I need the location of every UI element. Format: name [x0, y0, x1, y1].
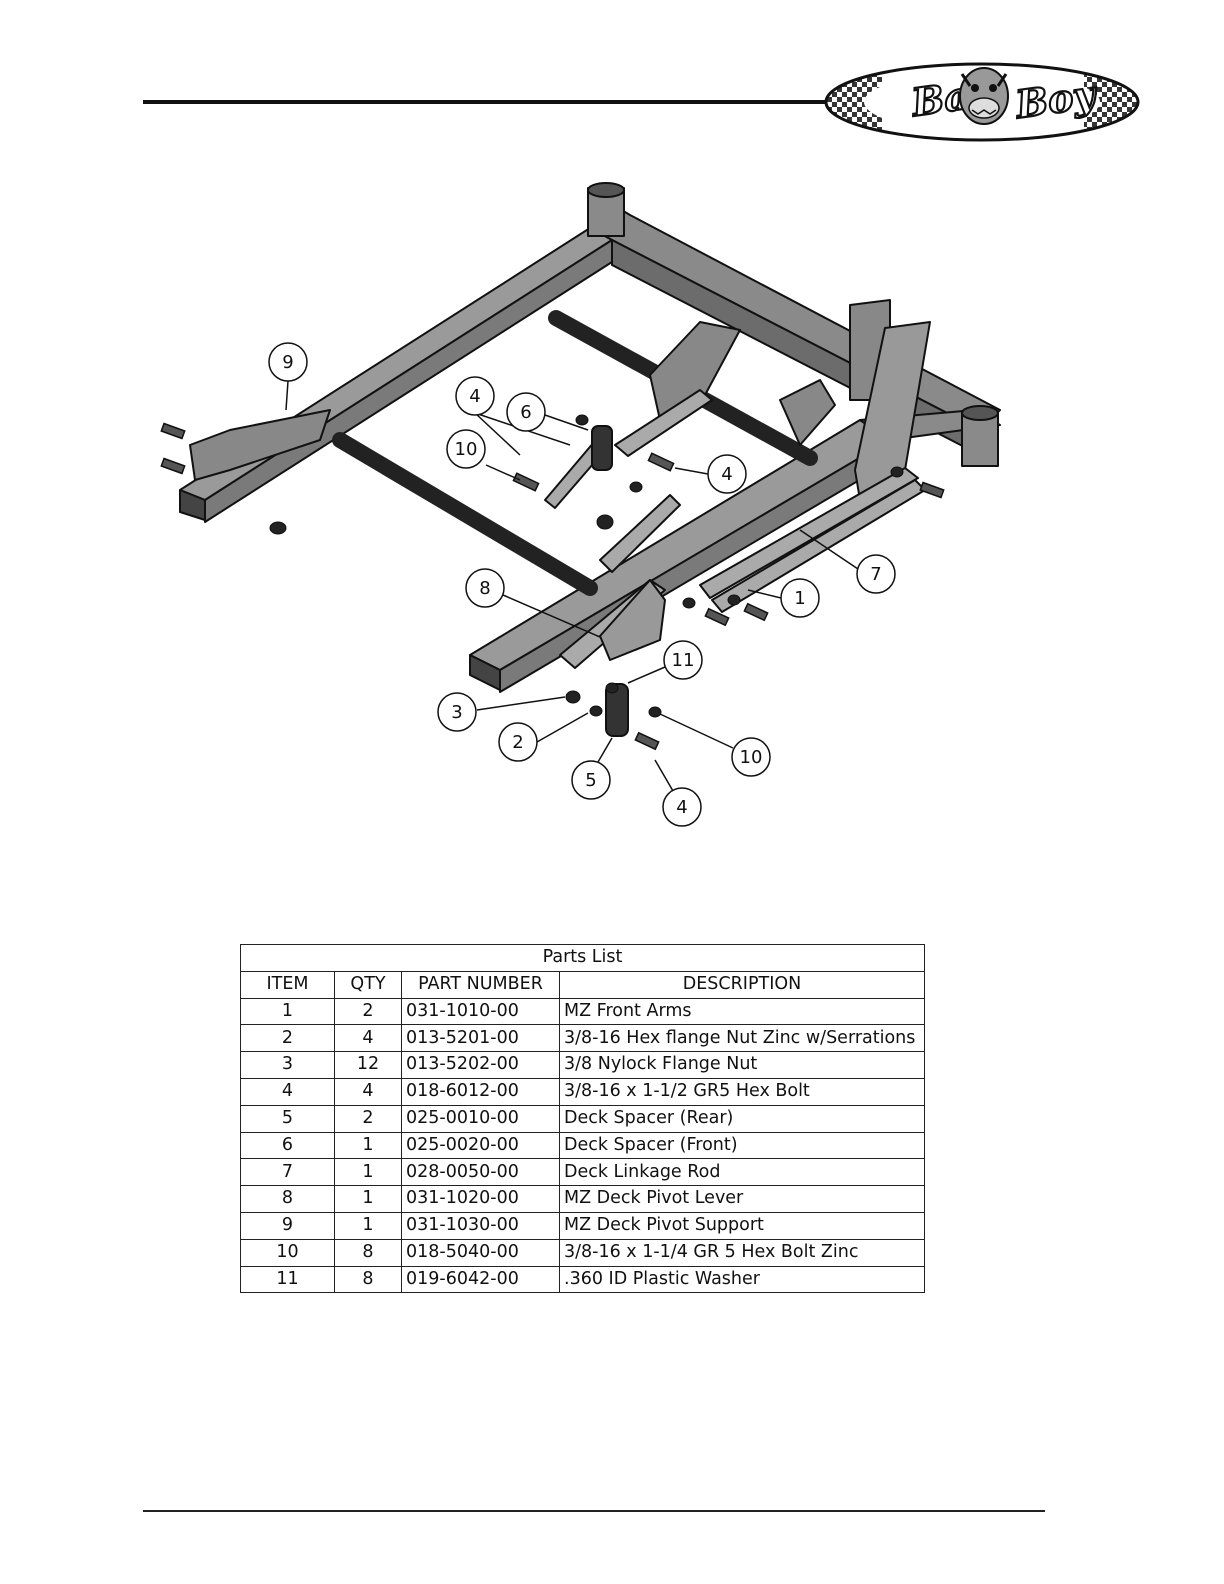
qty-cell: 1: [334, 1131, 402, 1160]
callout-9: 9: [282, 352, 293, 373]
parts-list-header-row: ITEM QTY PART NUMBER DESCRIPTION: [240, 970, 925, 999]
part-number-cell: 025-0020-00: [401, 1131, 560, 1160]
footer-rule: [143, 1510, 1045, 1512]
part-number-cell: 013-5201-00: [401, 1024, 560, 1053]
callout-10: 10: [740, 747, 763, 768]
description-cell: .360 ID Plastic Washer: [559, 1265, 925, 1294]
description-cell: Deck Spacer (Front): [559, 1131, 925, 1160]
description-cell: Deck Linkage Rod: [559, 1158, 925, 1187]
item-cell: 9: [240, 1211, 335, 1240]
part-number-cell: 018-5040-00: [401, 1238, 560, 1267]
table-row: 2 4 013-5201-00 3/8-16 Hex flange Nut Zi…: [240, 1024, 925, 1053]
description-cell: Deck Spacer (Rear): [559, 1104, 925, 1133]
description-cell: MZ Front Arms: [559, 997, 925, 1026]
item-cell: 8: [240, 1185, 335, 1213]
part-number-cell: 019-6042-00: [401, 1265, 560, 1294]
qty-cell: 12: [334, 1051, 402, 1079]
bad-boy-logo: Bad Boy: [824, 62, 1140, 142]
qty-cell: 2: [334, 1104, 402, 1133]
description-cell: MZ Deck Pivot Support: [559, 1211, 925, 1240]
column-header-item: ITEM: [240, 970, 335, 999]
parts-list-table: Parts List ITEM QTY PART NUMBER DESCRIPT…: [240, 944, 925, 1294]
callout-7: 7: [870, 564, 881, 585]
part-number-cell: 028-0050-00: [401, 1158, 560, 1187]
part-number-cell: 031-1030-00: [401, 1211, 560, 1240]
column-header-description: DESCRIPTION: [559, 970, 925, 999]
callout-4: 4: [469, 386, 480, 407]
callout-2: 2: [512, 732, 523, 753]
callout-10: 10: [455, 439, 478, 460]
qty-cell: 1: [334, 1185, 402, 1213]
header-rule: [143, 100, 833, 104]
item-cell: 3: [240, 1051, 335, 1079]
table-row: 10 8 018-5040-00 3/8-16 x 1-1/4 GR 5 Hex…: [240, 1238, 925, 1267]
callout-5: 5: [585, 770, 596, 791]
description-cell: 3/8-16 Hex flange Nut Zinc w/Serrations: [559, 1024, 925, 1053]
description-cell: MZ Deck Pivot Lever: [559, 1185, 925, 1213]
qty-cell: 8: [334, 1238, 402, 1267]
item-cell: 4: [240, 1077, 335, 1106]
callout-4: 4: [721, 464, 732, 485]
description-cell: 3/8 Nylock Flange Nut: [559, 1051, 925, 1079]
assembly-diagram: 9 4 6 10 4 7 1 8 11 3 2 10 5 4: [160, 182, 1001, 827]
callout-6: 6: [520, 402, 531, 423]
description-cell: 3/8-16 x 1-1/4 GR 5 Hex Bolt Zinc: [559, 1238, 925, 1267]
table-row: 3 12 013-5202-00 3/8 Nylock Flange Nut: [240, 1051, 925, 1079]
item-cell: 7: [240, 1158, 335, 1187]
table-row: 4 4 018-6012-00 3/8-16 x 1-1/2 GR5 Hex B…: [240, 1077, 925, 1106]
qty-cell: 4: [334, 1024, 402, 1053]
callout-3: 3: [451, 702, 462, 723]
table-row: 9 1 031-1030-00 MZ Deck Pivot Support: [240, 1211, 925, 1240]
item-cell: 10: [240, 1238, 335, 1267]
callout-8: 8: [479, 578, 490, 599]
qty-cell: 1: [334, 1158, 402, 1187]
qty-cell: 1: [334, 1211, 402, 1240]
callout-1: 1: [794, 588, 805, 609]
table-row: 6 1 025-0020-00 Deck Spacer (Front): [240, 1131, 925, 1160]
callout-4: 4: [676, 797, 687, 818]
item-cell: 2: [240, 1024, 335, 1053]
table-row: 11 8 019-6042-00 .360 ID Plastic Washer: [240, 1265, 925, 1294]
table-row: 7 1 028-0050-00 Deck Linkage Rod: [240, 1158, 925, 1187]
part-number-cell: 031-1020-00: [401, 1185, 560, 1213]
part-number-cell: 025-0010-00: [401, 1104, 560, 1133]
part-number-cell: 018-6012-00: [401, 1077, 560, 1106]
part-number-cell: 031-1010-00: [401, 997, 560, 1026]
description-cell: 3/8-16 x 1-1/2 GR5 Hex Bolt: [559, 1077, 925, 1106]
table-row: 1 2 031-1010-00 MZ Front Arms: [240, 997, 925, 1026]
item-cell: 11: [240, 1265, 335, 1294]
column-header-qty: QTY: [334, 970, 402, 999]
qty-cell: 4: [334, 1077, 402, 1106]
callout-11: 11: [672, 650, 695, 671]
table-row: 5 2 025-0010-00 Deck Spacer (Rear): [240, 1104, 925, 1133]
part-number-cell: 013-5202-00: [401, 1051, 560, 1079]
qty-cell: 8: [334, 1265, 402, 1294]
qty-cell: 2: [334, 997, 402, 1026]
item-cell: 6: [240, 1131, 335, 1160]
item-cell: 1: [240, 997, 335, 1026]
item-cell: 5: [240, 1104, 335, 1133]
column-header-part-number: PART NUMBER: [401, 970, 560, 999]
parts-list-title: Parts List: [240, 944, 925, 972]
table-row: 8 1 031-1020-00 MZ Deck Pivot Lever: [240, 1185, 925, 1213]
